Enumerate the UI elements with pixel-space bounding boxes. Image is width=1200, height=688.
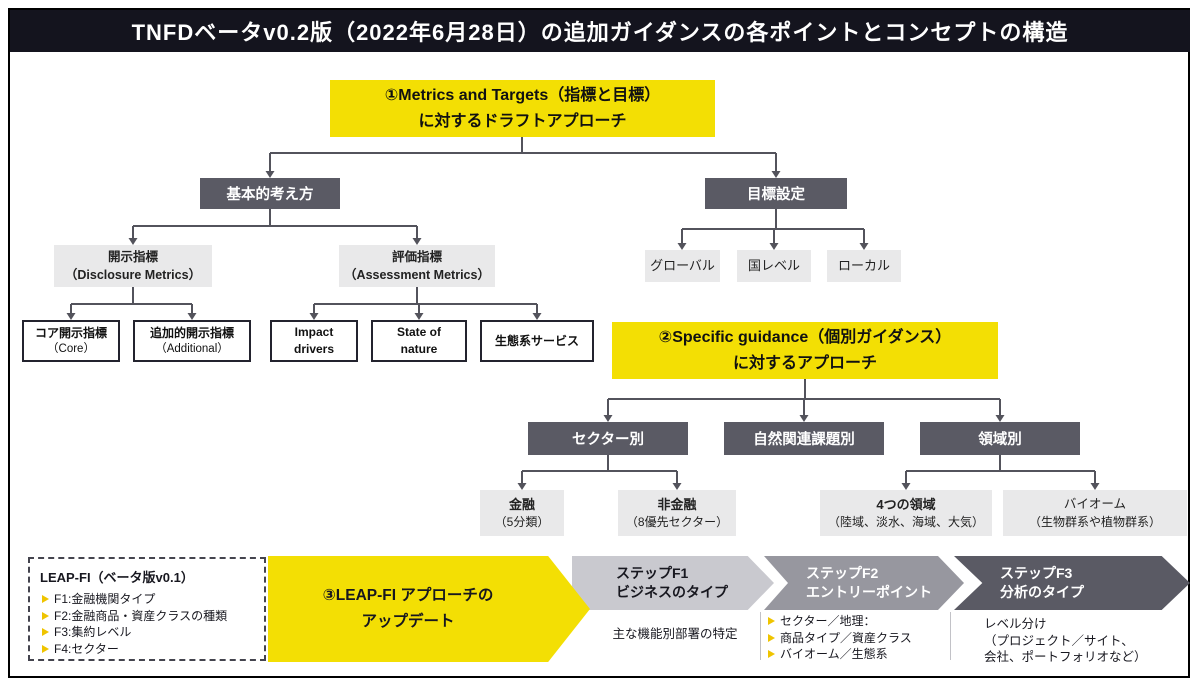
leapfi-item-f2: F2:金融商品・資産クラスの種類 — [54, 608, 228, 623]
node-non-financial-title: 非金融 — [657, 496, 697, 512]
node-core-disclosure-title: コア開示指標 — [34, 325, 107, 340]
node-financial: 金融 （5分類） — [480, 490, 564, 536]
node-by-realm: 領域別 — [920, 422, 1080, 455]
node-four-realms: 4つの領域 （陸域、淡水、海域、大気） — [820, 490, 992, 536]
list-item: バイオーム／生態系 — [766, 646, 948, 663]
bullet-triangle-icon — [42, 595, 49, 603]
node-biome-title: バイオーム — [1063, 497, 1127, 512]
list-item: 商品タイプ／資産クラス — [766, 630, 948, 647]
node-state-of-nature: State of nature — [371, 320, 467, 362]
bullet-triangle-icon — [42, 611, 49, 620]
step-f1-body: 主な機能別部署の特定 — [612, 627, 738, 641]
node-local: ローカル — [827, 250, 901, 282]
leapfi-item-f3: F3:集約レベル — [54, 625, 132, 639]
node-additional-disclosure: 追加的開示指標 （Additional） — [133, 320, 251, 362]
page-title: TNFDベータv0.2版（2022年6月28日）の追加ガイダンスの各ポイントとコ… — [10, 10, 1190, 52]
node-additional-disclosure-sub: （Additional） — [155, 342, 229, 355]
column-divider — [760, 612, 761, 660]
node-core-disclosure-sub: （Core） — [47, 342, 95, 355]
node-goal-setting: 目標設定 — [705, 178, 847, 209]
node-global: グローバル — [645, 250, 720, 282]
step-f2-item-3: バイオーム／生態系 — [780, 647, 888, 661]
outer-frame — [8, 8, 1190, 678]
bullet-triangle-icon — [42, 628, 49, 636]
leapfi-item-f4: F4:セクター — [54, 641, 119, 656]
node-by-sector: セクター別 — [528, 422, 688, 455]
bullet-triangle-icon — [42, 644, 49, 653]
step-f2-item-1: セクター／地理： — [780, 614, 876, 628]
node-ecosystem-services: 生態系サービス — [480, 320, 594, 362]
node-impact-drivers: Impact drivers — [270, 320, 358, 362]
node-non-financial-sub: （8優先セクター） — [625, 515, 729, 529]
node-four-realms-title: 4つの領域 — [876, 496, 936, 512]
node-financial-title: 金融 — [508, 496, 535, 512]
bullet-triangle-icon — [768, 617, 775, 625]
node-metrics-targets-draft-approach: ①Metrics and Targets（指標と目標） に対するドラフトアプロー… — [330, 80, 715, 137]
list-item: F4:セクター — [40, 641, 256, 658]
node-four-realms-sub: （陸域、淡水、海域、大気） — [827, 515, 984, 529]
node-disclosure-metrics: 開示指標 （Disclosure Metrics） — [54, 245, 212, 287]
step-f3-chevron: ステップF3 分析のタイプ — [954, 556, 1190, 610]
step-f1-chevron: ステップF1 ビジネスのタイプ — [572, 556, 774, 610]
leapfi-v01-title: LEAP-FI（ベータ版v0.1） — [40, 570, 194, 585]
step-f2-item-2: 商品タイプ／資産クラス — [780, 630, 912, 645]
leapfi-update-arrow: ③LEAP-FI アプローチの アップデート — [268, 556, 590, 662]
node-non-financial: 非金融 （8優先セクター） — [618, 490, 736, 536]
step-f2-body: セクター／地理： 商品タイプ／資産クラス バイオーム／生態系 — [766, 613, 948, 663]
step-f3-body: レベル分け （プロジェクト／サイト、 会社、ポートフォリオなど） — [984, 617, 1147, 664]
node-biome-sub: （生物群系や植物群系） — [1028, 514, 1161, 529]
node-biome: バイオーム （生物群系や植物群系） — [1003, 490, 1187, 536]
node-core-disclosure: コア開示指標 （Core） — [22, 320, 120, 362]
node-assessment-metrics: 評価指標 （Assessment Metrics） — [339, 245, 495, 287]
bullet-triangle-icon — [768, 633, 775, 642]
leapfi-item-f1: F1:金融機関タイプ — [54, 592, 156, 606]
list-item: セクター／地理： — [766, 613, 948, 630]
node-national: 国レベル — [737, 250, 811, 282]
leapfi-v01-box: LEAP-FI（ベータ版v0.1） F1:金融機関タイプ F2:金融商品・資産ク… — [28, 557, 266, 661]
column-divider — [950, 612, 951, 660]
list-item: F1:金融機関タイプ — [40, 591, 256, 608]
node-financial-sub: （5分類） — [494, 515, 550, 529]
node-by-nature-issue: 自然関連課題別 — [724, 422, 884, 455]
list-item: F3:集約レベル — [40, 624, 256, 641]
list-item: F2:金融商品・資産クラスの種類 — [40, 608, 256, 625]
node-basic-concept: 基本的考え方 — [200, 178, 340, 209]
step-f2-chevron: ステップF2 エントリーポイント — [764, 556, 964, 610]
node-additional-disclosure-title: 追加的開示指標 — [149, 325, 234, 340]
node-specific-guidance-approach: ②Specific guidance（個別ガイダンス） に対するアプローチ — [612, 322, 998, 379]
bullet-triangle-icon — [768, 650, 775, 658]
